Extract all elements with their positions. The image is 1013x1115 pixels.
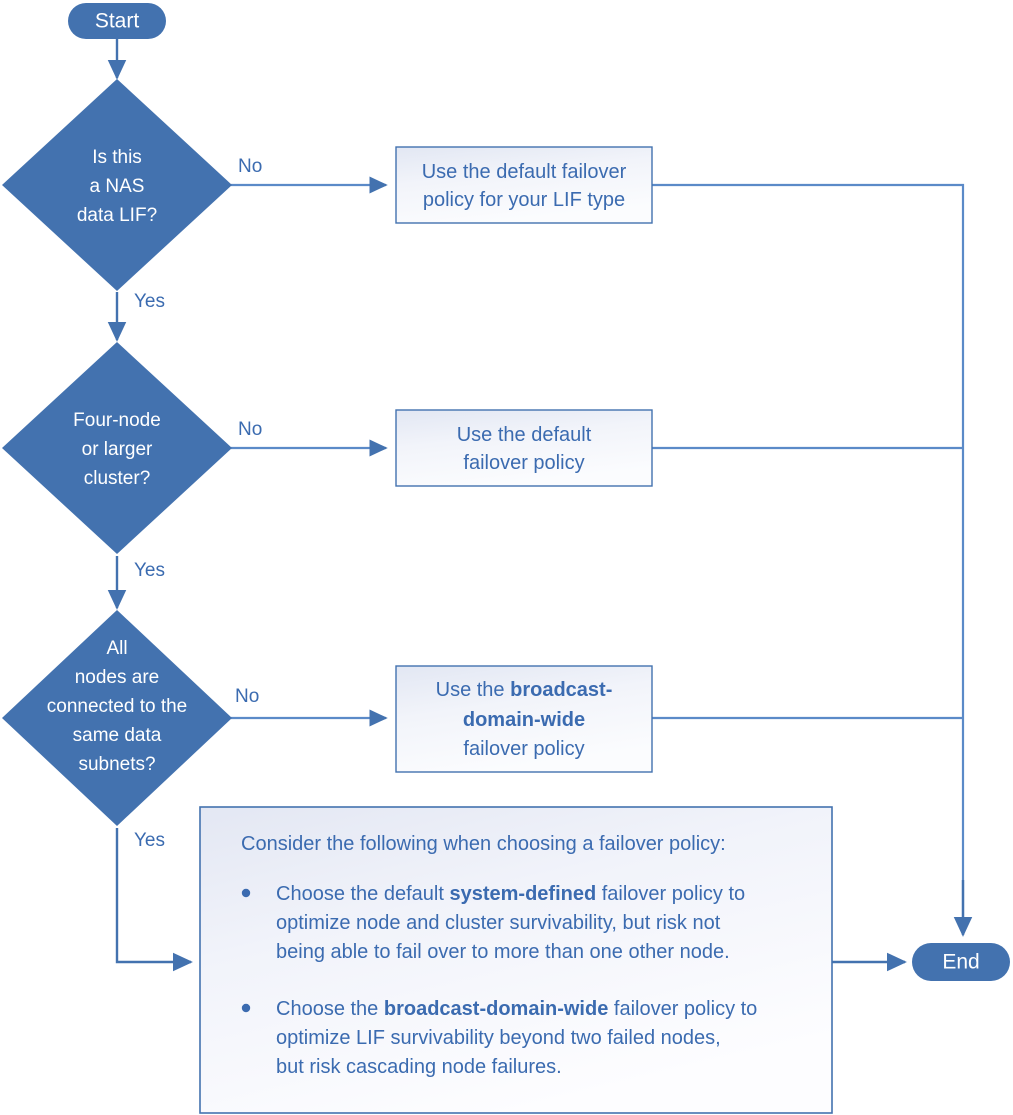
edge-decision3-yes bbox=[115, 828, 193, 972]
node-decision-four-node-or-larger-cluster[interactable]: Four-node or larger cluster? bbox=[2, 342, 232, 554]
process2-line-2: failover policy bbox=[463, 452, 584, 474]
process2-shape bbox=[395, 409, 653, 487]
decision2-line-1: Four-node bbox=[73, 410, 161, 431]
process3-line-3: failover policy bbox=[463, 738, 584, 760]
edge-label-decision3-no: No bbox=[235, 686, 259, 707]
node-decision-is-nas-data-lif[interactable]: Is this a NAS data LIF? bbox=[2, 79, 232, 291]
end-label: End bbox=[942, 951, 979, 974]
decision3-line-1: All bbox=[106, 638, 127, 659]
process2-line-1: Use the default bbox=[457, 424, 592, 446]
start-label: Start bbox=[95, 10, 140, 33]
note-bullet-2-line-1: Choose the broadcast-domain-wide failove… bbox=[276, 998, 757, 1020]
process3-line-2: domain-wide bbox=[463, 709, 585, 731]
edge-label-decision2-no: No bbox=[238, 419, 262, 440]
node-process-default-failover-policy[interactable]: Use the default failover policy bbox=[395, 409, 653, 487]
decision1-line-2: a NAS bbox=[90, 176, 145, 197]
note-considerations[interactable]: Consider the following when choosing a f… bbox=[199, 806, 833, 1114]
decision2-line-3: cluster? bbox=[84, 468, 151, 489]
start-shape bbox=[68, 3, 166, 39]
note-bullet-1-line-2: optimize node and cluster survivability,… bbox=[276, 912, 721, 934]
note-bullet-1-line-3: being able to fail over to more than one… bbox=[276, 941, 730, 963]
note-bullet-2-line-2: optimize LIF survivability beyond two fa… bbox=[276, 1027, 721, 1049]
node-end[interactable]: End bbox=[912, 943, 1010, 981]
node-process-default-failover-policy-for-lif-type[interactable]: Use the default failover policy for your… bbox=[395, 146, 653, 224]
bullet-dot-icon bbox=[241, 888, 251, 898]
edge-label-decision2-yes: Yes bbox=[134, 560, 165, 581]
decision3-shape bbox=[2, 610, 232, 826]
process1-line-1: Use the default failover bbox=[422, 161, 627, 183]
node-process-broadcast-domain-wide-failover-policy[interactable]: Use the broadcast- domain-wide failover … bbox=[395, 665, 653, 773]
node-decision-all-nodes-same-data-subnets[interactable]: All nodes are connected to the same data… bbox=[2, 610, 232, 826]
decision3-line-3: connected to the bbox=[47, 696, 188, 717]
process1-line-2: policy for your LIF type bbox=[423, 189, 625, 211]
end-shape bbox=[912, 943, 1010, 981]
bullet-dot-icon bbox=[241, 1003, 251, 1013]
edge-label-decision1-yes: Yes bbox=[134, 291, 165, 312]
decision3-line-5: subnets? bbox=[78, 754, 155, 775]
note-bullet-2-line-3: but risk cascading node failures. bbox=[276, 1056, 562, 1078]
decision2-shape bbox=[2, 342, 232, 554]
edge-process1-to-rail bbox=[652, 183, 965, 930]
decision3-line-2: nodes are bbox=[75, 667, 160, 688]
decision1-line-3: data LIF? bbox=[77, 205, 157, 226]
decision3-line-4: same data bbox=[73, 725, 162, 746]
decision1-line-1: Is this bbox=[92, 147, 142, 168]
edge-label-decision1-no: No bbox=[238, 156, 262, 177]
node-start[interactable]: Start bbox=[68, 3, 166, 39]
note-bullet-1-line-1: Choose the default system-defined failov… bbox=[276, 883, 745, 905]
note-shape bbox=[199, 806, 833, 1114]
note-heading: Consider the following when choosing a f… bbox=[241, 833, 726, 855]
process3-line-1: Use the broadcast- bbox=[436, 679, 613, 701]
edge-label-decision3-yes: Yes bbox=[134, 830, 165, 851]
process1-shape bbox=[395, 146, 653, 224]
decision1-shape bbox=[2, 79, 232, 291]
process3-shape bbox=[395, 665, 653, 773]
decision2-line-2: or larger bbox=[82, 439, 153, 460]
